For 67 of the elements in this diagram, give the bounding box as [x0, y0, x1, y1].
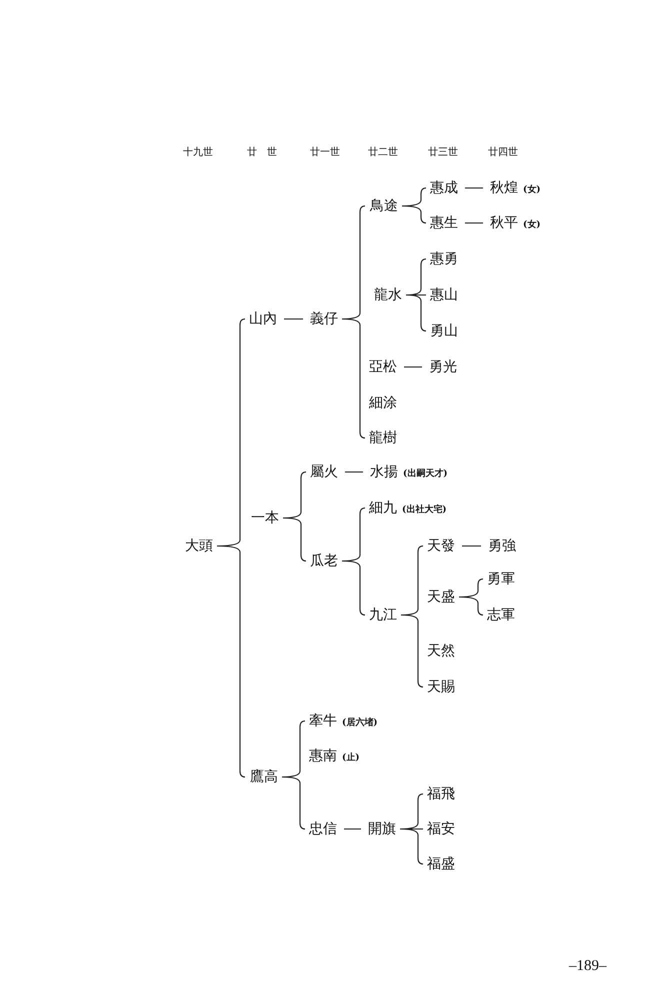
person-name: 鳥途: [370, 199, 398, 213]
person-name: 忠信: [309, 822, 337, 836]
person-name: 開旗: [368, 822, 396, 836]
dash-connector: [284, 318, 303, 320]
person-name: 福安: [427, 822, 455, 836]
person-name: 志軍: [487, 608, 515, 622]
generation-heading: 廿四世: [488, 148, 518, 158]
dash-connector: [404, 366, 422, 368]
person-name: 亞松: [369, 360, 397, 374]
name-note: (女): [523, 221, 541, 230]
name-note: (女): [523, 186, 541, 195]
person-name: 天然: [427, 644, 455, 658]
person-name: 勇山: [430, 324, 458, 338]
person-name: 屬火: [310, 465, 338, 479]
person-name: 龍水: [374, 288, 402, 302]
person-name: 水揚: [370, 465, 398, 479]
name-note: (止): [342, 754, 360, 763]
generation-heading: 廿二世: [368, 148, 398, 158]
brace-connector: [281, 720, 306, 830]
person-name: 惠山: [430, 288, 458, 302]
person-name: 細九: [369, 501, 397, 515]
person-name: 龍樹: [369, 431, 397, 445]
person-name: 天賜: [427, 680, 455, 694]
generation-heading: 廿三世: [428, 148, 458, 158]
person-name: 惠勇: [430, 252, 458, 266]
dash-connector: [465, 222, 483, 224]
person-name: 秋平: [490, 216, 518, 230]
brace-connector: [458, 578, 484, 616]
person-name: 九江: [369, 608, 397, 622]
brace-connector: [216, 318, 246, 778]
person-name: 惠成: [430, 181, 458, 195]
person-name: 鷹高: [250, 770, 278, 784]
person-name: 惠生: [430, 216, 458, 230]
dash-connector: [345, 471, 363, 473]
brace-connector: [405, 258, 427, 332]
name-note: (居六堵): [342, 719, 378, 728]
person-name: 義仔: [310, 312, 338, 326]
page-number: –189–: [569, 958, 606, 974]
person-name: 牽牛: [309, 714, 337, 728]
person-name: 福飛: [427, 787, 455, 801]
brace-connector: [341, 205, 366, 439]
person-name: 秋煌: [490, 181, 518, 195]
person-name: 勇軍: [487, 572, 515, 586]
person-name: 惠南: [309, 749, 337, 763]
person-name: 勇光: [429, 360, 457, 374]
brace-connector: [400, 545, 424, 688]
brace-connector: [282, 471, 307, 562]
name-note: (出嗣天才): [403, 470, 448, 479]
brace-connector: [341, 507, 366, 616]
person-name: 山內: [249, 312, 277, 326]
person-name: 細涂: [369, 396, 397, 410]
person-name: 天盛: [427, 590, 455, 604]
person-name: 天發: [427, 539, 455, 553]
generation-heading: 廿 世: [247, 148, 277, 158]
dash-connector: [462, 545, 481, 547]
person-name: 瓜老: [310, 554, 338, 568]
generation-heading: 十九世: [183, 148, 213, 158]
brace-connector: [401, 187, 427, 224]
generation-heading: 廿一世: [310, 148, 340, 158]
brace-connector: [399, 793, 424, 865]
person-name: 大頭: [185, 539, 213, 553]
dash-connector: [465, 187, 483, 189]
dash-connector: [344, 828, 361, 830]
name-note: (出社大宅): [402, 506, 447, 515]
person-name: 勇強: [488, 539, 516, 553]
person-name: 一本: [251, 511, 279, 525]
person-name: 福盛: [427, 857, 455, 871]
